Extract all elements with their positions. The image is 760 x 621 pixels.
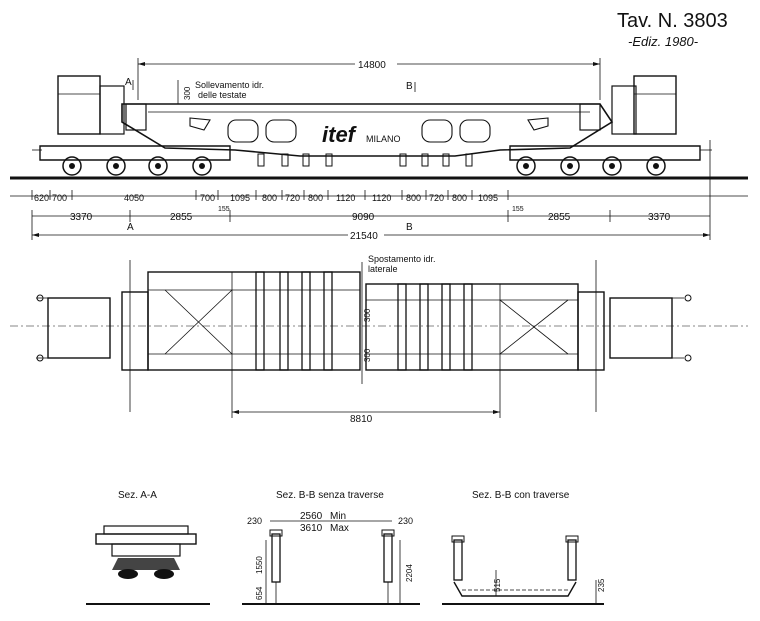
- dim-9090: 9090: [352, 212, 375, 223]
- dim-3370-r: 3370: [648, 212, 671, 223]
- plan-view: Spostamento idr. laterale 300 300 8810: [10, 254, 748, 425]
- dim-2855-l: 2855: [170, 212, 193, 223]
- main-girder: [121, 103, 614, 157]
- section-a-top: A: [125, 77, 132, 88]
- section-b-bottom: B: [406, 222, 413, 233]
- right-lift-cylinder: [579, 103, 601, 131]
- bb1-left-column: [271, 533, 281, 583]
- dim-800-a: 800: [262, 193, 277, 203]
- dim-155-r: 155: [512, 206, 524, 213]
- dim-3370-l: 3370: [70, 212, 93, 223]
- dim-720-a: 720: [285, 193, 300, 203]
- dim-300-side: 300: [183, 86, 192, 100]
- bb1-dim-2204: 2204: [405, 564, 414, 582]
- bb1-max-val: 3610: [300, 523, 323, 534]
- bb1-max-label: Max: [330, 523, 349, 534]
- right-end-cab: [633, 75, 677, 135]
- bb2-left-column: [453, 539, 463, 581]
- plan-right-cab: [609, 297, 673, 359]
- section-b-top: B: [406, 81, 413, 92]
- section-a-bottom: A: [127, 222, 134, 233]
- label-shift: Spostamento idr.: [368, 254, 436, 264]
- dim-4050: 4050: [124, 193, 144, 203]
- brand-logo: itef: [322, 122, 358, 147]
- section-bb1-title: Sez. B-B senza traverse: [276, 490, 384, 501]
- section-bb2-title: Sez. B-B con traverse: [472, 490, 570, 501]
- edition-label: -Ediz. 1980-: [628, 34, 699, 49]
- plate-number: Tav. N. 3803: [617, 10, 728, 32]
- dim-300-plan-b: 300: [363, 348, 372, 362]
- dim-700-c: 700: [200, 193, 215, 203]
- plan-right-bogie: [577, 291, 605, 371]
- dim-row-1-ticks: [31, 190, 509, 200]
- bb1-dim-654: 654: [255, 586, 264, 600]
- dim-1095-r: 1095: [478, 193, 498, 203]
- dim-1120-a: 1120: [336, 193, 355, 203]
- girder-openings: [189, 117, 549, 143]
- plan-left-deck: [147, 271, 361, 371]
- plan-crossbeams: [255, 271, 473, 371]
- dim-1095-l: 1095: [230, 193, 250, 203]
- dim-21540: 21540: [350, 231, 378, 242]
- left-end-cab: [57, 75, 101, 135]
- left-lift-cylinder: [125, 103, 147, 131]
- aa-bogie: [112, 558, 180, 570]
- right-wheels: [516, 156, 666, 176]
- dim-700-l: 700: [52, 193, 67, 203]
- crossbeam-supports: [257, 153, 473, 167]
- brand-city: MILANO: [366, 134, 401, 144]
- bb2-dim-235: 235: [597, 578, 606, 592]
- label-shift-2: laterale: [368, 264, 398, 274]
- dim-720-b: 720: [429, 193, 444, 203]
- plan-left-bogie: [121, 291, 149, 371]
- bb1-min-label: Min: [330, 511, 346, 522]
- dim-800-c: 800: [406, 193, 421, 203]
- bb1-min-val: 2560: [300, 511, 323, 522]
- left-wheels: [62, 156, 212, 176]
- section-bb-no-crossbeams: Sez. B-B senza traverse 2560 Min 3610 Ma…: [242, 490, 420, 605]
- dim-300-plan-a: 300: [363, 308, 372, 322]
- dim-8810: 8810: [350, 414, 373, 425]
- section-aa: Sez. A-A: [86, 490, 210, 605]
- bb1-dim-230-l: 230: [247, 516, 262, 526]
- right-bogie-frame: [509, 145, 701, 161]
- section-bb-with-crossbeams: Sez. B-B con traverse 515 235: [442, 490, 606, 605]
- bb1-right-column: [383, 533, 393, 583]
- dim-2855-r: 2855: [548, 212, 571, 223]
- bb2-right-column: [567, 539, 577, 581]
- bb1-dim-230-r: 230: [398, 516, 413, 526]
- bb2-crossbeam: [453, 581, 577, 597]
- dim-14800: 14800: [358, 60, 386, 71]
- bb1-dim-1550: 1550: [255, 556, 264, 574]
- label-lift: Sollevamento idr.: [195, 80, 264, 90]
- dim-155-l: 155: [218, 206, 230, 213]
- label-lift-2: delle testate: [198, 90, 247, 100]
- section-aa-title: Sez. A-A: [118, 490, 157, 501]
- bb2-dim-515: 515: [493, 578, 502, 592]
- left-bogie-frame: [39, 145, 231, 161]
- side-view: 14800 A B Sollevamento idr. delle testat…: [10, 58, 748, 242]
- dim-800-b: 800: [308, 193, 323, 203]
- aa-top-deck: [95, 533, 197, 545]
- dim-800-d: 800: [452, 193, 467, 203]
- plan-left-cab: [47, 297, 111, 359]
- dim-620: 620: [34, 193, 49, 203]
- dim-1120-b: 1120: [372, 193, 391, 203]
